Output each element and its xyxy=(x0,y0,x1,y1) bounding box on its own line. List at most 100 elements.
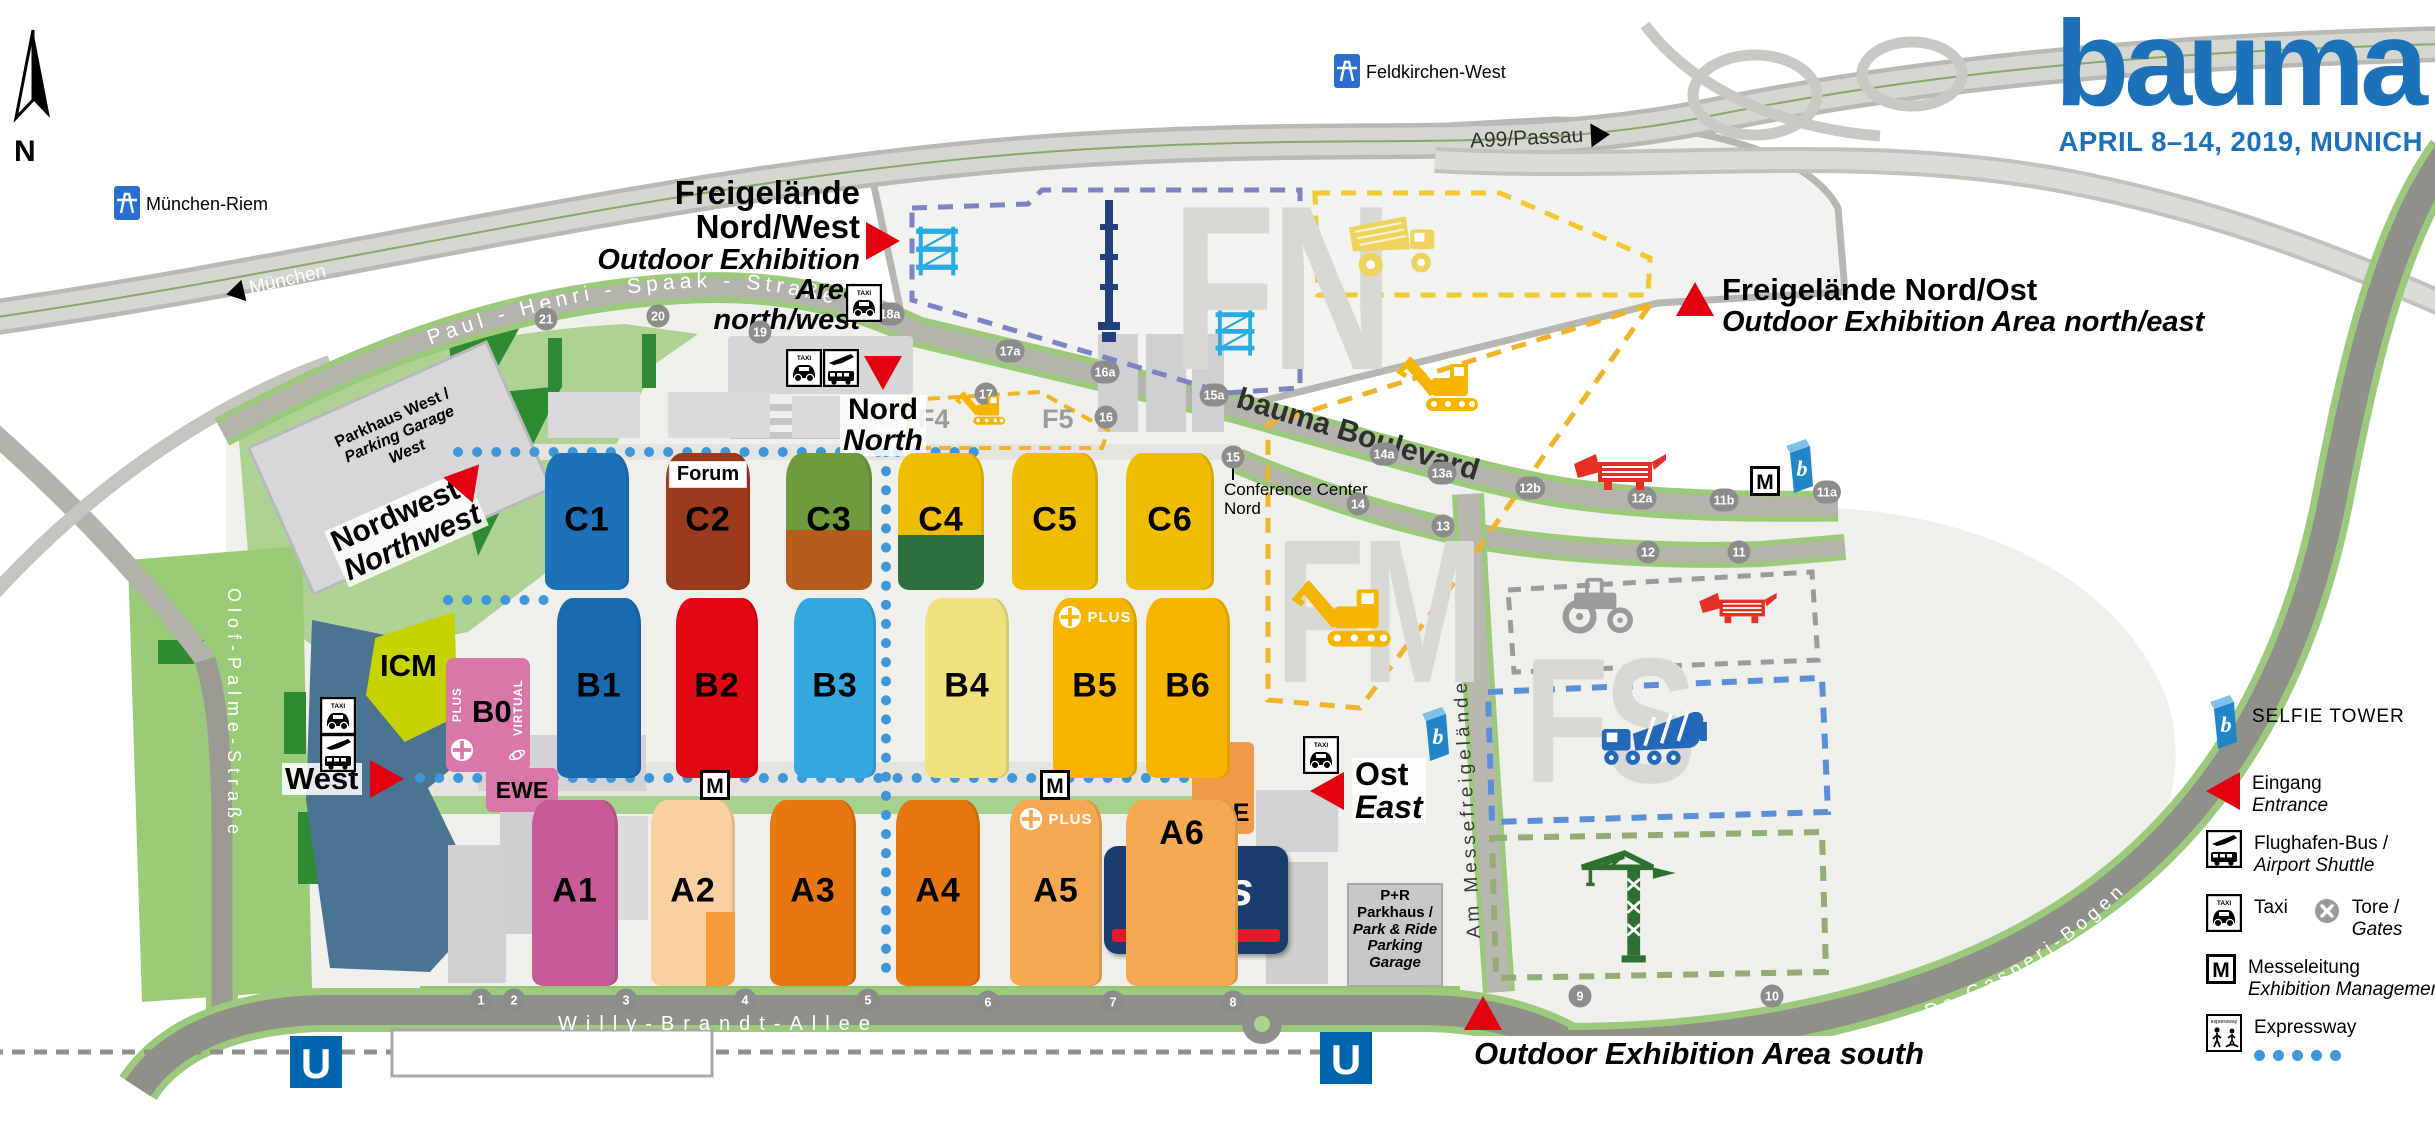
virtual-icon xyxy=(508,749,526,761)
legend-airport-shuttle: Flughafen-Bus /Airport Shuttle xyxy=(2205,829,2389,877)
fg-nw-line2: Nord/West xyxy=(695,208,860,246)
gate-12: 12 xyxy=(1636,540,1660,564)
hall-label: B3 xyxy=(812,666,858,705)
legend-expressway: expressway Expressway xyxy=(2206,1014,2356,1067)
selfie-tower-icon: b xyxy=(2206,692,2240,750)
hall-label: B2 xyxy=(694,666,740,705)
svg-text:TAXI: TAXI xyxy=(857,290,872,297)
hall-label: C1 xyxy=(564,500,610,539)
entrance-arrow-icon xyxy=(1676,282,1714,316)
venue-icm-label: ICM xyxy=(380,648,437,683)
crusher-icon xyxy=(1696,586,1780,630)
gate-18a: 18a xyxy=(875,302,905,326)
gate-19: 19 xyxy=(748,320,772,344)
svg-text:b: b xyxy=(1797,456,1808,481)
taxi-icon: TAXI xyxy=(319,696,357,736)
hall-C1: C1 xyxy=(545,453,629,590)
hall-B4: B4 xyxy=(925,598,1009,778)
hall-label: A1 xyxy=(552,871,598,910)
hall-A4: A4 xyxy=(896,800,980,986)
exit-feldkirchen-west: Feldkirchen-West xyxy=(1366,62,1506,82)
hall-A6: A6 xyxy=(1126,800,1238,986)
arrow-right-icon xyxy=(1590,122,1611,148)
gate-15a: 15a xyxy=(1199,383,1229,407)
legend-gates-en: Gates xyxy=(2351,918,2403,940)
pr-line5: Garage xyxy=(1369,954,1421,972)
excavator-icon xyxy=(1392,348,1492,418)
drill-icon xyxy=(1096,196,1122,346)
legend-taxi-gates: TAXI Taxi Tore /Gates xyxy=(2205,893,2403,941)
crusher-icon xyxy=(1570,446,1670,498)
area-f5-label: F5 xyxy=(1042,404,1074,434)
pointer-line xyxy=(1232,462,1234,480)
hall-label: A5 xyxy=(1033,871,1079,910)
compass-north-icon xyxy=(13,29,50,123)
legend-shuttle-de: Flughafen-Bus / xyxy=(2254,833,2389,854)
entrance-arrow-icon xyxy=(2206,772,2240,810)
svg-text:TAXI: TAXI xyxy=(331,703,346,710)
compass-label: N xyxy=(14,135,36,168)
gate-7: 7 xyxy=(1101,990,1125,1014)
shuttle-icon xyxy=(822,348,860,388)
svg-text:TAXI: TAXI xyxy=(2217,900,2232,907)
gate-14: 14 xyxy=(1346,492,1370,516)
entrance-south-label: Outdoor Exhibition Area south xyxy=(1468,1036,1931,1072)
exit-muenchen-riem: München-Riem xyxy=(146,194,269,214)
taxi-icon: TAXI xyxy=(785,348,823,388)
gate-6: 6 xyxy=(976,990,1000,1014)
scaffold-icon xyxy=(908,222,966,280)
area-fm-letters: FM xyxy=(1275,509,1484,714)
hall-C4: C4 xyxy=(898,453,984,590)
entrance-nord-label-en: North xyxy=(843,423,923,457)
gate-1: 1 xyxy=(469,988,493,1012)
compass: N xyxy=(8,26,58,169)
m-icon: M xyxy=(1040,770,1070,800)
gate-17a: 17a xyxy=(995,339,1025,363)
m-icon: M xyxy=(700,770,730,800)
pr-line3: Park & Ride xyxy=(1352,920,1438,938)
legend-entrance-en: Entrance xyxy=(2252,794,2329,816)
hall-label: A4 xyxy=(915,871,961,910)
plus-icon xyxy=(450,738,474,762)
taxi-icon: TAXI xyxy=(1302,735,1340,775)
gate-11b: 11b xyxy=(1709,488,1739,512)
svg-text:expressway: expressway xyxy=(2211,1019,2238,1025)
entrance-freigelaende-nord-west: Freigelände Nord/West Outdoor Exhibition… xyxy=(560,175,860,335)
gate-10: 10 xyxy=(1760,984,1784,1008)
entrance-arrow-icon xyxy=(1310,771,1344,810)
autobahn-icon xyxy=(114,186,140,220)
gate-8: 8 xyxy=(1221,990,1245,1014)
crane-icon xyxy=(1562,836,1704,964)
gate-15: 15 xyxy=(1221,445,1245,469)
fg-nw-arrow xyxy=(866,222,900,265)
conference-line2: Nord xyxy=(1224,499,1261,519)
gate-12a: 12a xyxy=(1627,486,1657,510)
gate-2: 2 xyxy=(502,988,526,1012)
event-logo: bauma APRIL 8–14, 2019, MUNICH xyxy=(2054,0,2428,158)
pr-line1: P+R xyxy=(1380,887,1410,904)
legend-entrance-de: Eingang xyxy=(2252,773,2322,794)
highway-a94-label: A94 xyxy=(977,109,1027,141)
svg-text:M: M xyxy=(1756,471,1774,494)
gate-16a: 16a xyxy=(1090,360,1120,384)
m-icon: M xyxy=(1750,466,1780,496)
hall-A1: A1 xyxy=(532,800,618,986)
selfie-icon: b xyxy=(1418,704,1452,762)
hall-C5: C5 xyxy=(1012,453,1098,590)
gate-12b: 12b xyxy=(1515,476,1545,500)
hall-label: B1 xyxy=(576,666,622,705)
event-logo-word: bauma xyxy=(2054,0,2428,131)
legend-taxi-label: Taxi xyxy=(2254,897,2288,918)
gate-20: 20 xyxy=(646,304,670,328)
street-willy-brandt-allee: Willy-Brandt-Allee xyxy=(558,1013,879,1035)
entrance-freigelaende-nord-ost: Freigelände Nord/Ost Outdoor Exhibition … xyxy=(1722,273,2204,337)
entrance-nord-label: Nord xyxy=(847,393,918,426)
gate-13a: 13a xyxy=(1427,461,1457,485)
hall-A3: A3 xyxy=(770,800,856,986)
